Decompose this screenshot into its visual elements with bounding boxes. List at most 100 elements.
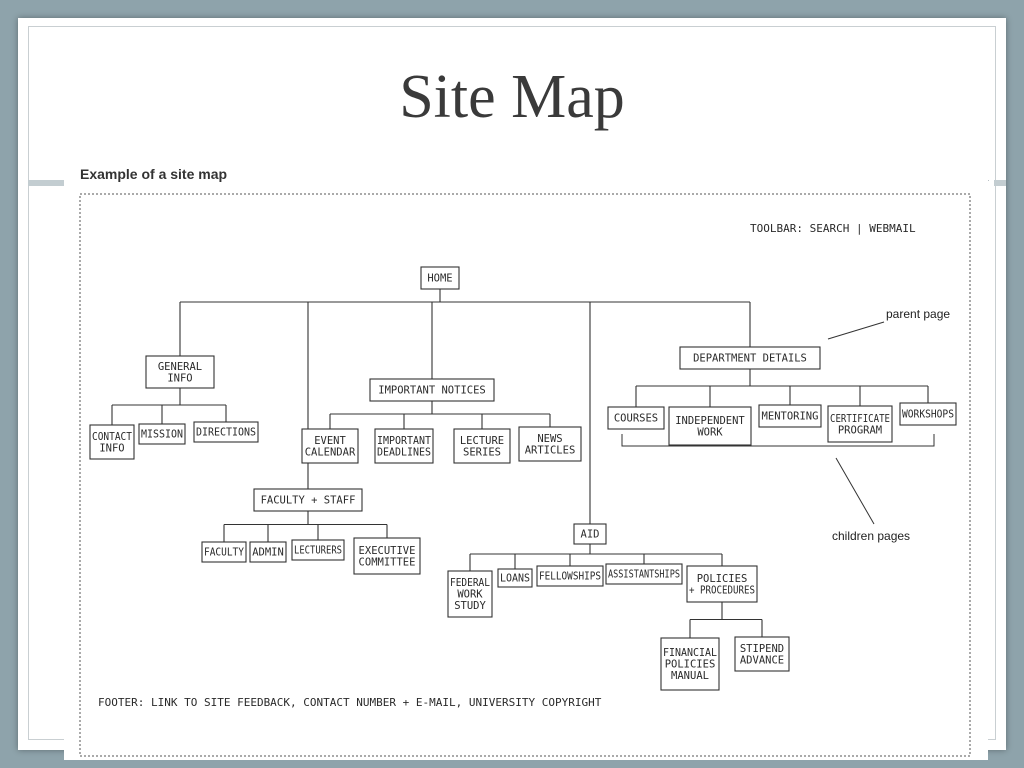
node-box [89,424,135,460]
node-loans: LOANS [497,568,533,588]
node-label: GENERAL [158,361,202,373]
node-box [201,541,247,563]
footer-note: FOOTER: LINK TO SITE FEEDBACK, CONTACT N… [98,696,602,709]
node-box [447,570,493,618]
connector-lines [111,289,929,638]
node-box [253,488,363,512]
node-label: WORKSHOPS [902,409,954,421]
accent-bar-right [994,180,1006,186]
node-label: COMMITTEE [359,556,416,568]
node-box [291,539,345,561]
node-label: MENTORING [762,411,819,423]
node-policies-procedures: POLICIES+ PROCEDURES [686,565,758,603]
node-box [573,523,607,545]
node-box [668,406,752,446]
parent-pointer-line [827,321,885,340]
node-label: MISSION [141,429,183,441]
node-assistantships: ASSISTANTSHIPS [605,563,683,585]
node-label: STIPEND [740,643,784,655]
node-box [353,537,421,575]
node-label: MANUAL [671,670,709,682]
node-box [660,637,720,691]
node-box [369,378,495,402]
node-label: FACULTY + STAFF [261,495,356,507]
node-box [899,402,957,426]
parent-page-label: parent page [886,307,950,321]
node-label: LECTURE [460,435,504,447]
node-fellowships: FELLOWSHIPS [536,565,604,587]
node-faculty-staff: FACULTY + STAFF [253,488,363,512]
node-box [497,568,533,588]
node-label: EVENT [314,435,346,447]
node-label: + PROCEDURES [689,584,755,596]
node-label: IMPORTANT [377,435,432,447]
node-label: INFO [167,372,192,384]
slide-title: Site Map [399,63,625,131]
dotted-border [79,193,971,757]
node-label: EXECUTIVE [359,545,416,557]
node-label: LOANS [500,573,530,585]
children-pointer-line [835,457,875,525]
node-box [374,428,434,464]
node-label: PROGRAM [838,424,882,436]
node-label: DEADLINES [377,446,431,458]
node-box [734,636,790,672]
node-label: CALENDAR [305,446,356,458]
node-mentoring: MENTORING [758,404,822,428]
node-directions: DIRECTIONS [193,421,259,443]
node-box [607,406,665,430]
node-box [536,565,604,587]
node-lecturers: LECTURERS [291,539,345,561]
site-map-figure: Example of a site map TOOLBAR: SEARCH | … [64,154,988,760]
slide: Site Map Example of a site map TOOLBAR: … [18,18,1006,760]
node-label: WORK [697,426,723,438]
node-box [193,421,259,443]
node-faculty: FACULTY [201,541,247,563]
node-box [605,563,683,585]
node-important-notices: IMPORTANT NOTICES [369,378,495,402]
node-box [145,355,215,389]
node-label: LECTURERS [294,545,342,557]
node-label: ADVANCE [740,654,784,666]
node-label: CERTIFICATE [830,413,890,425]
node-label: CONTACT [92,431,133,443]
node-box [827,405,893,443]
node-label: INFO [99,442,124,454]
node-box [686,565,758,603]
node-label: WORK [457,589,483,601]
node-label: ADMIN [252,547,284,559]
node-box [518,426,582,462]
node-label: FINANCIAL [663,647,717,659]
node-box [679,346,821,370]
node-label: ARTICLES [525,444,576,456]
node-label: FACULTY [204,547,245,559]
node-admin: ADMIN [249,541,287,563]
node-workshops: WORKSHOPS [899,402,957,426]
node-label: POLICIES [697,573,748,585]
node-box [453,428,511,464]
node-label: IMPORTANT NOTICES [378,385,485,397]
node-label: STUDY [454,600,486,612]
node-label: FELLOWSHIPS [539,571,601,583]
node-label: DIRECTIONS [196,427,256,439]
node-label: POLICIES [665,659,716,671]
toolbar-note: TOOLBAR: SEARCH | WEBMAIL [750,222,916,235]
node-department-details: DEPARTMENT DETAILS [679,346,821,370]
figure-caption: Example of a site map [80,166,228,182]
node-label: HOME [427,273,452,285]
node-label: ASSISTANTSHIPS [608,569,680,581]
children-pages-label: children pages [832,529,910,543]
node-label: NEWS [537,433,562,445]
node-aid: AID [573,523,607,545]
node-box [249,541,287,563]
